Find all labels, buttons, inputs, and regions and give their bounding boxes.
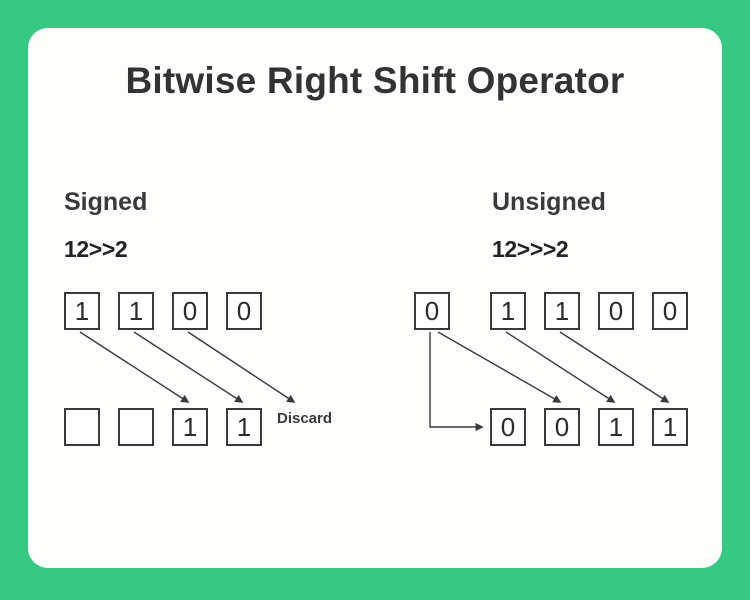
unsigned-expression: 12>>>2 [492,236,569,262]
signed-input-bit-1: 1 [118,292,154,330]
unsigned-sign-fill-arrow [429,332,484,432]
unsigned-input-bit-1: 1 [544,292,580,330]
signed-shift-arrow-1 [133,331,244,403]
signed-discard-label: Discard [277,410,333,427]
unsigned-shift-arrow-1 [505,331,616,403]
unsigned-output-bit-0: 0 [490,408,526,446]
unsigned-shift-arrow-0 [437,331,562,403]
signed-output-bit-0 [64,408,100,446]
signed-input-bit-0: 1 [64,292,100,330]
unsigned-input-bit-0: 1 [490,292,526,330]
unsigned-input-bit-2: 0 [598,292,634,330]
unsigned-input-bit-3: 0 [652,292,688,330]
signed-output-bit-2: 1 [172,408,208,446]
page-title: Bitwise Right Shift Operator [125,60,625,101]
unsigned-output-bit-2: 1 [598,408,634,446]
unsigned-shift-arrow-2 [559,331,670,403]
signed-discard-arrow [187,331,296,403]
unsigned-input-sign-bit: 0 [414,292,450,330]
signed-section-label: Signed [64,188,148,216]
signed-shift-arrow-0 [79,331,190,403]
diagram-card: Bitwise Right Shift Operator Signed 12>>… [28,28,722,568]
signed-output-bit-3: 1 [226,408,262,446]
signed-input-bit-3: 0 [226,292,262,330]
signed-expression: 12>>2 [64,236,128,262]
signed-input-bit-2: 0 [172,292,208,330]
unsigned-output-bit-1: 0 [544,408,580,446]
unsigned-output-bit-3: 1 [652,408,688,446]
signed-output-bit-1 [118,408,154,446]
unsigned-section-label: Unsigned [492,188,606,216]
